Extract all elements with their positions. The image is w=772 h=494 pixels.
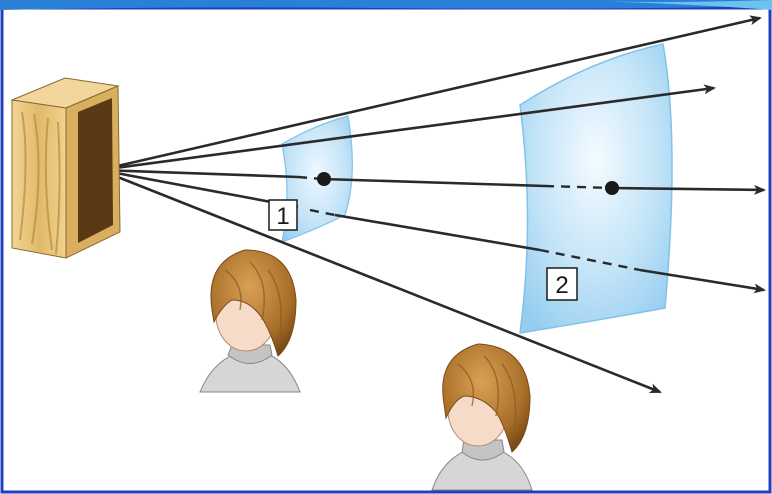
svg-text:1: 1 (276, 203, 289, 230)
svg-text:2: 2 (555, 272, 568, 299)
region-label-1: 1 (269, 200, 297, 230)
center-dot-small (317, 172, 331, 186)
region-label-2: 2 (547, 268, 577, 300)
speaker-box (12, 78, 120, 258)
center-dot-large (605, 181, 619, 195)
ray-4b (335, 215, 540, 250)
listener-near (200, 250, 300, 392)
ray-3b (322, 179, 545, 186)
listener-far (432, 344, 532, 490)
